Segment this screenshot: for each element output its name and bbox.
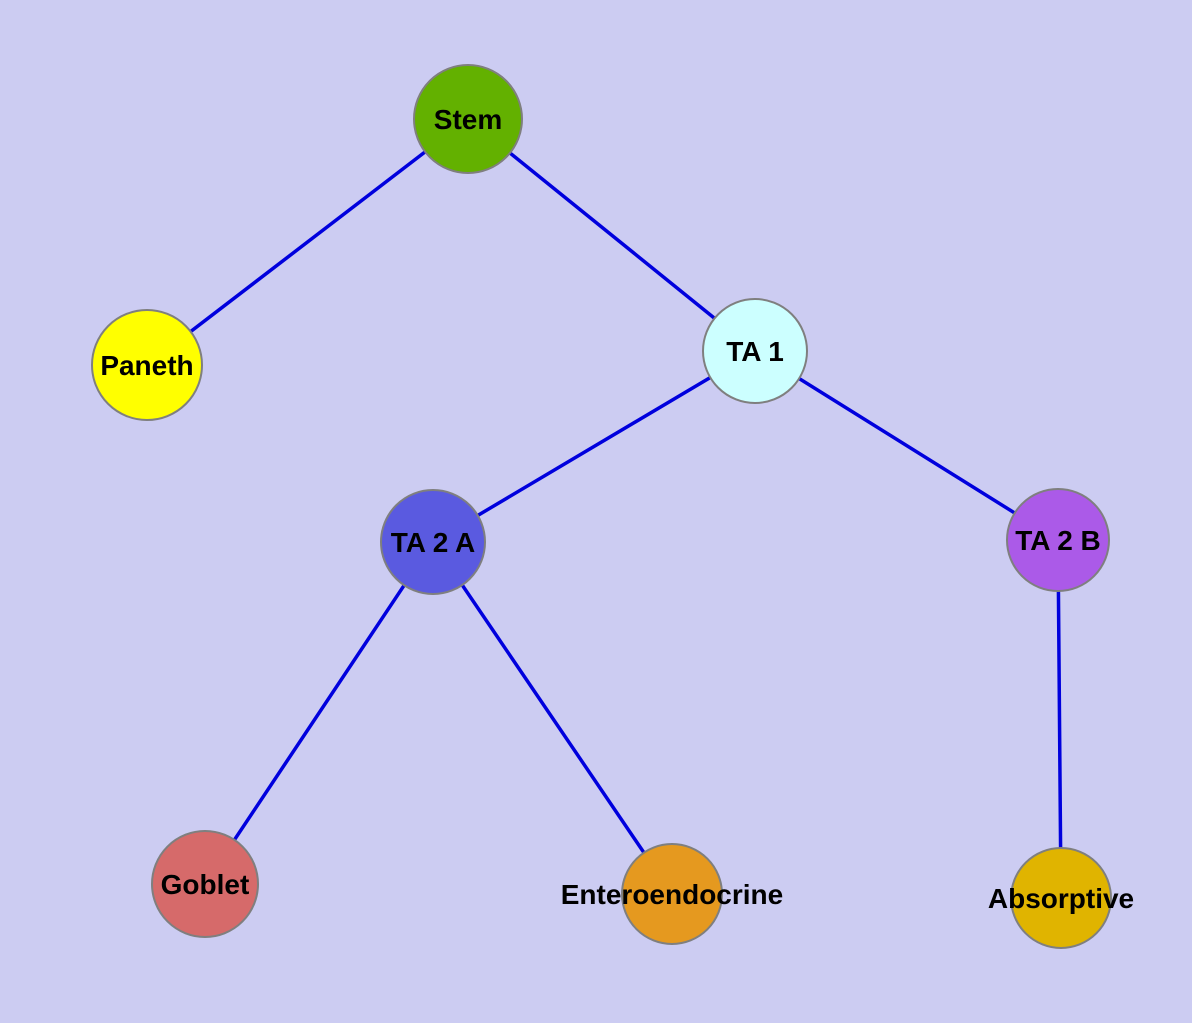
node-goblet[interactable]: Goblet — [151, 830, 259, 938]
node-ta-2-a[interactable]: TA 2 A — [380, 489, 486, 595]
edge-ta-2-b-to-absorptive — [1056, 538, 1063, 900]
node-ta-1[interactable]: TA 1 — [702, 298, 808, 404]
edge-ta-2-a-to-goblet — [203, 540, 435, 886]
edge-ta-2-a-to-enteroendocrine — [431, 540, 674, 896]
node-circle-absorptive[interactable] — [1010, 847, 1112, 949]
node-circle-ta-2-a[interactable] — [380, 489, 486, 595]
edge-stem-to-paneth — [145, 117, 470, 367]
node-circle-goblet[interactable] — [151, 830, 259, 938]
edge-ta-1-to-ta-2-b — [753, 349, 1060, 542]
node-circle-ta-2-b[interactable] — [1006, 488, 1110, 592]
node-circle-paneth[interactable] — [91, 309, 203, 421]
node-ta-2-b[interactable]: TA 2 B — [1006, 488, 1110, 592]
node-circle-stem[interactable] — [413, 64, 523, 174]
edge-ta-1-to-ta-2-a — [431, 349, 757, 544]
node-paneth[interactable]: Paneth — [91, 309, 203, 421]
node-stem[interactable]: Stem — [413, 64, 523, 174]
node-circle-enteroendocrine[interactable] — [621, 843, 723, 945]
edge-stem-to-ta-1 — [466, 117, 757, 353]
node-circle-ta-1[interactable] — [702, 298, 808, 404]
